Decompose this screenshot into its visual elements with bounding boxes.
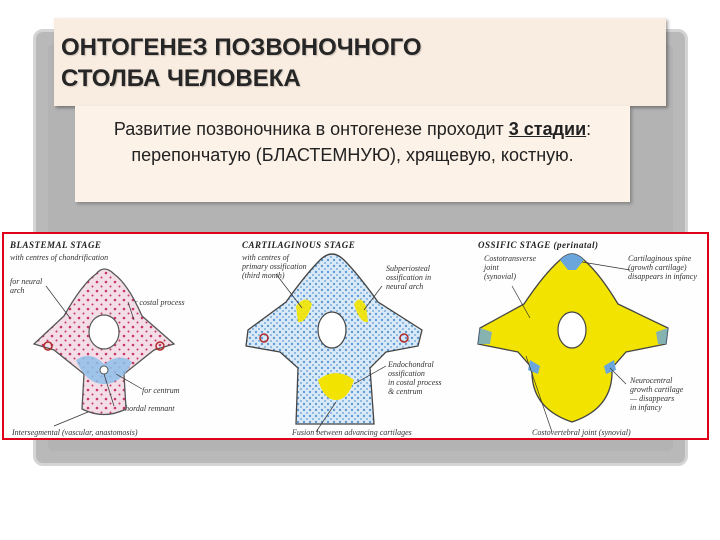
slide-title: ОНТОГЕНЕЗ ПОЗВОНОЧНОГО СТОЛБА ЧЕЛОВЕКА bbox=[61, 32, 422, 94]
panel-blastemal: BLASTEMAL STAGE with centres of chondrif… bbox=[4, 234, 236, 438]
label-costovertebral: Costovertebral joint (synovial) bbox=[532, 428, 631, 437]
caption-ossific: OSSIFIC STAGE (perinatal) bbox=[478, 240, 599, 250]
body-text-start: Развитие позвоночника в онтогенезе прохо… bbox=[114, 119, 509, 139]
body-box: Развитие позвоночника в онтогенезе прохо… bbox=[75, 106, 630, 202]
caption-cartilaginous: CARTILAGINOUS STAGE bbox=[242, 240, 355, 250]
title-box: ОНТОГЕНЕЗ ПОЗВОНОЧНОГО СТОЛБА ЧЕЛОВЕКА bbox=[54, 18, 666, 106]
vertebra-development-figure: BLASTEMAL STAGE with centres of chondrif… bbox=[2, 232, 709, 440]
label-cartilaginous-spine: Cartilaginous spine (growth cartilage) d… bbox=[628, 254, 697, 281]
panel-ossific: OSSIFIC STAGE (perinatal) Costotransvers… bbox=[472, 234, 707, 438]
label-neurocentral: Neurocentral growth cartilage — disappea… bbox=[630, 376, 683, 412]
label-subperiosteal: Subperiosteal ossification in neural arc… bbox=[386, 264, 431, 291]
label-costotransverse: Costotransverse joint (synovial) bbox=[484, 254, 536, 281]
label-endochondral: Endochondral ossification in costal proc… bbox=[388, 360, 441, 396]
body-text: Развитие позвоночника в онтогенезе прохо… bbox=[85, 116, 620, 168]
panel-cartilaginous: CARTILAGINOUS STAGE with centres of prim… bbox=[236, 234, 472, 438]
label-fusion: Fusion between advancing cartilages bbox=[292, 428, 412, 437]
label-primary-ossification: with centres of primary ossification (th… bbox=[242, 253, 307, 280]
stage-count-term: 3 стадии bbox=[509, 119, 586, 139]
blastemal-vertebra-drawing bbox=[4, 234, 236, 438]
